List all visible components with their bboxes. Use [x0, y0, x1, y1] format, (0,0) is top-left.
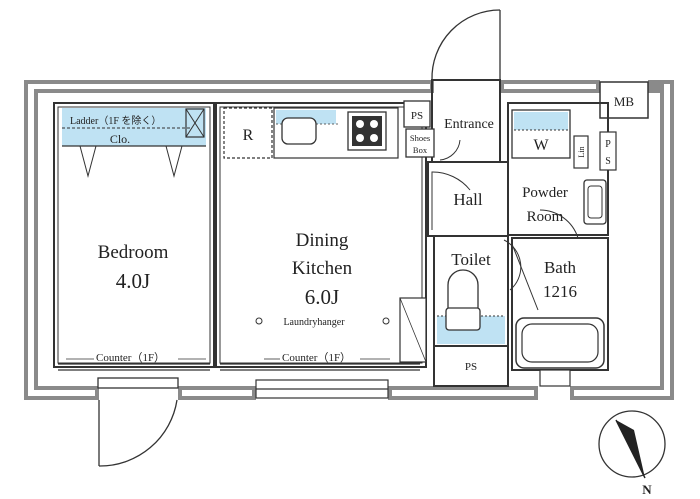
closet-shelf: Ladder（1F を除く） Clo. [62, 108, 206, 147]
stove-icon [347, 111, 387, 151]
svg-text:N: N [642, 482, 652, 497]
ps-bottom-label: PS [465, 361, 477, 373]
svg-text:Lin: Lin [577, 146, 586, 157]
svg-text:PS: PS [411, 110, 423, 122]
shoes-box: Shoes Box [405, 128, 435, 158]
entrance-door [431, 9, 501, 81]
side-cabinet [399, 297, 427, 363]
powder-room-label-2: Room [527, 209, 564, 225]
refrigerator: R [223, 107, 273, 159]
bedroom-size: 4.0J [116, 269, 150, 293]
svg-text:Shoes: Shoes [410, 133, 430, 143]
dining-label-2: Kitchen [292, 258, 353, 279]
svg-text:Ladder（1F を除く）: Ladder（1F を除く） [70, 114, 161, 127]
hall-label: Hall [453, 190, 483, 209]
svg-text:P: P [605, 139, 611, 150]
toilet-icon [437, 269, 505, 344]
ps-top: PS [403, 100, 431, 128]
svg-text:S: S [605, 156, 611, 167]
dining-label-1: Dining [296, 230, 349, 251]
entrance-label: Entrance [444, 117, 494, 132]
svg-text:W: W [533, 137, 549, 154]
bedroom-name: Bedroom [98, 242, 169, 263]
svg-text:R: R [243, 127, 254, 144]
linen-cabinet: Lin [573, 135, 589, 169]
svg-text:MB: MB [614, 94, 635, 109]
dining-counter: Counter（1F） [220, 351, 420, 371]
bath-label: Bath [544, 258, 577, 277]
bath-size-label: 1216 [543, 282, 577, 301]
bathtub-icon [515, 317, 605, 369]
svg-text:Box: Box [413, 145, 428, 155]
bedroom-door [97, 377, 179, 467]
laundry-hanger: Laundryhanger [255, 317, 390, 328]
dining-window [255, 379, 389, 399]
svg-text:Counter（1F）: Counter（1F） [96, 351, 165, 364]
ps-side: P S [599, 131, 617, 171]
north-arrow-icon: N [598, 410, 666, 497]
powder-room-label-1: Powder [522, 185, 568, 201]
sink-icon [281, 117, 317, 145]
toilet-label: Toilet [451, 250, 491, 269]
bedroom-counter: Counter（1F） [58, 351, 210, 371]
dining-size: 6.0J [305, 285, 339, 309]
vanity-basin [583, 179, 607, 225]
svg-text:Clo.: Clo. [110, 132, 130, 146]
svg-text:Counter（1F）: Counter（1F） [282, 351, 351, 364]
svg-text:Laundryhanger: Laundryhanger [283, 317, 345, 328]
washer: W [511, 109, 571, 159]
